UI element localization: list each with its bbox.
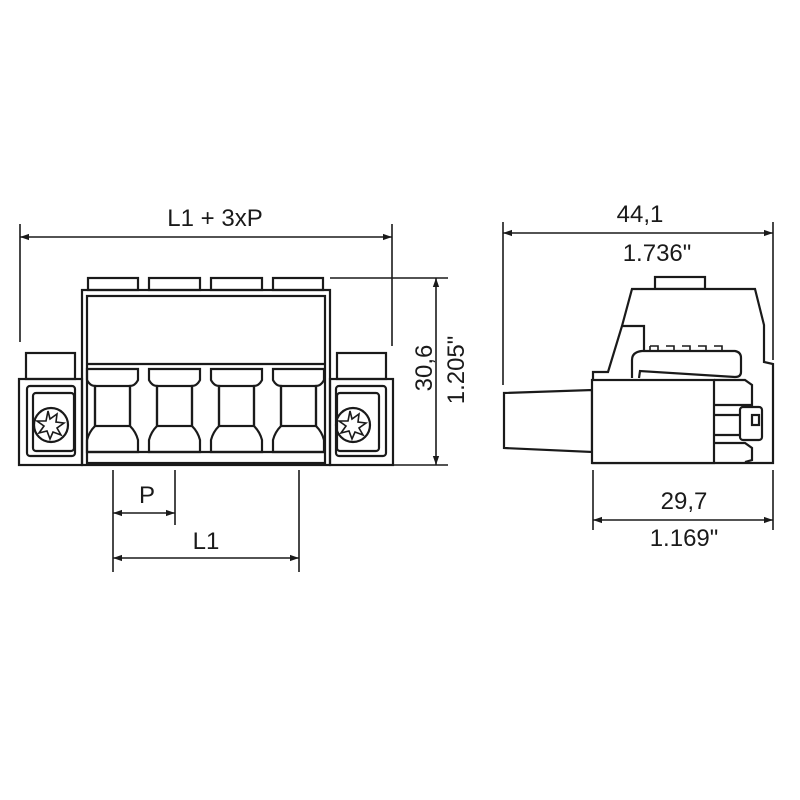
terminal-openings [85,367,326,454]
housing [80,288,332,467]
dimension-label-in: 1.169" [650,525,719,552]
side-view: 44,1 1.736" 29,7 1.169" [502,201,775,552]
terminal-window [155,384,194,428]
dimension-label-in: 1.205" [443,336,470,405]
terminal-opening [85,367,140,454]
terminal-opening [147,367,202,454]
dimension-label: L1 [193,528,220,555]
terminal-window [217,384,256,428]
cable-sleeve [502,388,594,454]
left-flange [17,351,84,467]
screw-icon [32,406,70,444]
top-tabs [86,276,325,292]
front-view: L1 + 3xP 30,6 1.205" P L1 [17,205,470,572]
dimension-overall-width: L1 + 3xP [19,205,393,346]
dimension-length: L1 [113,470,300,572]
dimension-label-mm: 30,6 [411,345,438,392]
terminal-opening [209,367,264,454]
latch [630,349,743,379]
dimension-body-depth: 29,7 1.169" [592,470,774,552]
dimension-label: P [139,482,155,509]
terminal-opening [271,367,326,454]
terminal-window [93,384,132,428]
terminal-window [279,384,318,428]
front-block [590,378,716,465]
dimension-label-mm: 29,7 [661,488,708,515]
dimension-pitch: P [112,470,176,572]
dimension-height: 30,6 1.205" [330,277,470,466]
dimension-label-mm: 44,1 [617,201,664,228]
screw-icon [334,406,372,444]
dimension-label-in: 1.736" [623,240,692,267]
dimension-label: L1 + 3xP [167,205,262,232]
right-flange [328,351,395,467]
dimension-overall-depth: 44,1 1.736" [502,201,774,385]
